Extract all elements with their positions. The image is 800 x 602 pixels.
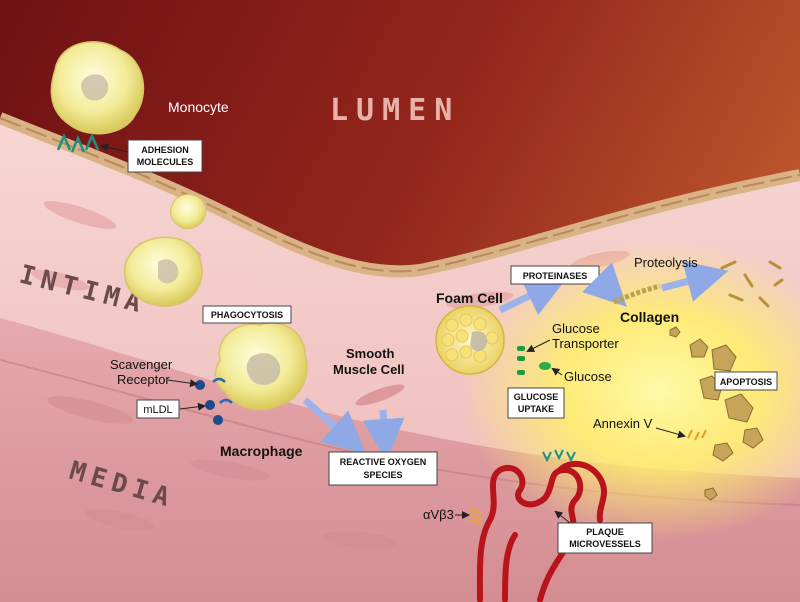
smooth-muscle-label-1: Smooth (346, 346, 394, 361)
monocyte-label: Monocyte (168, 99, 229, 115)
proteinases-to-collagen-arrow (582, 262, 627, 307)
smooth-muscle-label-2: Muscle Cell (333, 362, 405, 377)
ros-arrow-muscle (362, 409, 405, 461)
transmigrating-monocyte (124, 194, 207, 307)
integrin-icon (469, 507, 483, 525)
phagocytosis-label: PHAGOCYTOSIS (211, 310, 283, 320)
lumen-label: LUMEN (330, 93, 460, 128)
proteolysis-arrow (661, 260, 729, 302)
adhesion-label-2: MOLECULES (137, 157, 194, 167)
plaque-label-2: MICROVESSELS (569, 539, 641, 549)
proteolysis-label: Proteolysis (634, 255, 698, 270)
glucose-pointer (551, 367, 563, 376)
glucose-uptake-box (507, 387, 565, 419)
adhesion-molecule-icons (56, 132, 100, 153)
monocyte-cell (50, 41, 145, 135)
annexin-icon (687, 429, 707, 441)
plaque-glow (460, 240, 800, 540)
integrin-receptor-icons (542, 449, 576, 463)
glucose-transporter-label-1: Glucose (552, 321, 600, 336)
apoptotic-bodies (669, 326, 764, 501)
annexin-pointer (655, 427, 686, 439)
glucose-label: Glucose (564, 369, 612, 384)
phagocytosis-box (202, 305, 292, 324)
foam-cell (435, 305, 505, 375)
plaque-microvessels-box (557, 522, 653, 554)
glucose-uptake-label-1: GLUCOSE (514, 392, 559, 402)
apoptosis-label: APOPTOSIS (720, 377, 772, 387)
scavenger-pointer (167, 379, 198, 388)
scavenger-label-1: Scavenger (110, 357, 173, 372)
transporter-pointer (526, 339, 551, 352)
macrophage-cell (214, 322, 308, 411)
mldl-label: mLDL (143, 404, 172, 416)
ros-box (328, 451, 438, 486)
collagen-fiber (612, 283, 661, 305)
media-muscle-cells (47, 396, 398, 549)
collagen-fragments (720, 260, 784, 308)
foam-cell-label: Foam Cell (436, 290, 503, 306)
adhesion-box (127, 139, 203, 173)
proteinases-label: PROTEINASES (523, 271, 588, 281)
plaque-label-1: PLAQUE (586, 527, 624, 537)
glucose-uptake-label-2: UPTAKE (518, 404, 554, 414)
mldl-pointer (179, 402, 206, 411)
apoptosis-box (714, 371, 778, 391)
glucose-transporter-label-2: Transporter (552, 336, 619, 351)
adhesion-label-1: ADHESION (141, 145, 189, 155)
adhesion-pointer (100, 143, 129, 153)
endothelium-cells (0, 117, 800, 273)
plaque-pointer (554, 510, 571, 524)
scavenger-label-2: Receptor (117, 372, 170, 387)
annexin-label: Annexin V (593, 416, 653, 431)
ros-label-2: SPECIES (363, 470, 402, 480)
integrin-label: αVβ3 (423, 507, 454, 522)
mldl-box (136, 399, 180, 419)
glucose-transporter-icon (517, 346, 525, 375)
glucose-icon (539, 362, 551, 370)
macrophage-label: Macrophage (220, 443, 303, 459)
collagen-label: Collagen (620, 309, 679, 325)
ros-arrow-macrophage (302, 397, 366, 454)
proteinases-arrow (498, 277, 567, 316)
ros-label-1: REACTIVE OXYGEN (340, 457, 427, 467)
